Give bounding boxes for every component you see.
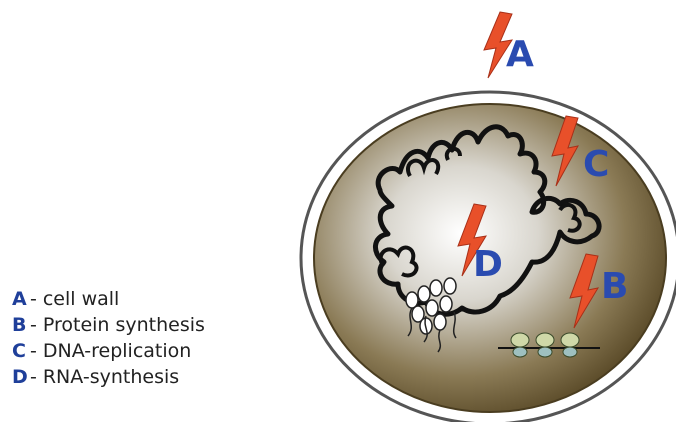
target-label-b: B	[601, 266, 628, 307]
legend-item: D-RNA-synthesis	[12, 364, 282, 390]
legend-separator: -	[30, 340, 37, 362]
legend-text: Protein synthesis	[43, 314, 205, 336]
legend-letter: A	[12, 286, 26, 312]
legend-letter: B	[12, 312, 26, 338]
legend-letter: D	[12, 364, 26, 390]
legend-text: cell wall	[43, 288, 119, 310]
target-label-a: A	[506, 34, 534, 75]
target-label-c: C	[583, 144, 609, 185]
ribosomes	[511, 333, 579, 357]
legend-item: A-cell wall	[12, 286, 282, 312]
legend-separator: -	[30, 314, 37, 336]
legend-text: RNA-synthesis	[43, 366, 179, 388]
legend-separator: -	[30, 366, 37, 388]
legend-letter: C	[12, 338, 26, 364]
legend: A-cell wall B-Protein synthesis C-DNA-re…	[12, 286, 282, 390]
target-label-d: D	[473, 244, 503, 285]
legend-separator: -	[30, 288, 37, 310]
legend-item: C-DNA-replication	[12, 338, 282, 364]
legend-text: DNA-replication	[43, 340, 191, 362]
legend-item: B-Protein synthesis	[12, 312, 282, 338]
